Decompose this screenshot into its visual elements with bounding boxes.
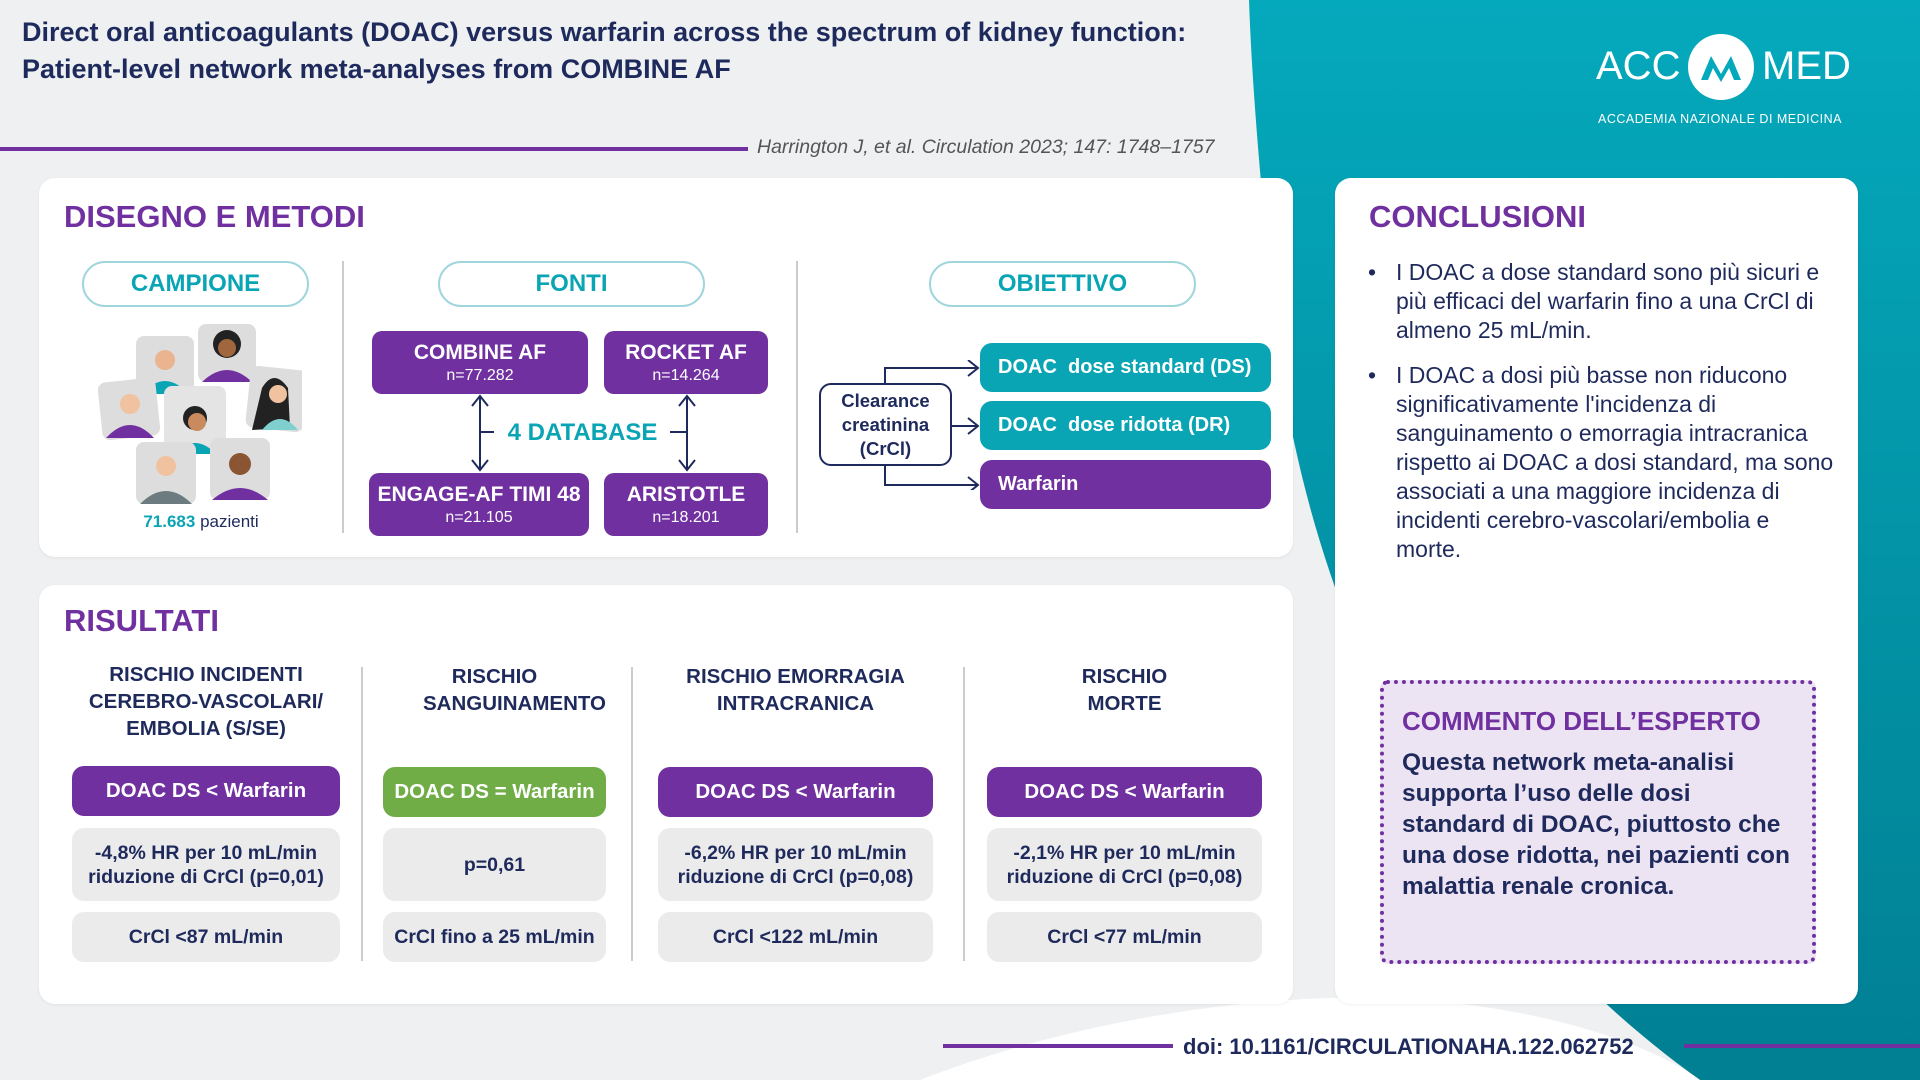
p-value-detail: p=0,61 (383, 828, 606, 901)
logo-subtitle: ACCADEMIA NAZIONALE DI MEDICINA (1598, 112, 1843, 126)
sample-count: 71.683 pazienti (96, 512, 306, 532)
column-divider (963, 667, 965, 961)
page-title: Direct oral anticoagulants (DOAC) versus… (22, 17, 1187, 84)
patient-unit: pazienti (200, 512, 259, 531)
doi-link[interactable]: doi: 10.1161/CIRCULATIONAHA.122.062752 (1183, 1034, 1634, 1059)
crcl-threshold: CrCl <122 mL/min (658, 912, 933, 962)
arm-warfarin: Warfarin (980, 460, 1271, 509)
column-title: RISCHIO INCIDENTI CEREBRO-VASCOLARI/ EMB… (88, 663, 324, 740)
doi-line-right (1684, 1044, 1920, 1048)
accmed-logo: ACC MED ACCADEMIA NAZIONALE DI MEDICINA (1596, 34, 1856, 130)
crcl-threshold: CrCl <87 mL/min (72, 912, 340, 962)
database-combine-af: COMBINE AF n=77.282 (372, 331, 588, 394)
verdict-badge: DOAC DS < Warfarin (658, 767, 933, 817)
database-arrows-icon (471, 394, 696, 472)
database-count: n=77.282 (446, 366, 514, 384)
arm-doac-reduced: DOAC dose ridotta (DR) (980, 401, 1271, 450)
section-divider (342, 261, 344, 533)
arm-doac-standard: DOAC dose standard (DS) (980, 343, 1271, 392)
doi-line-left (943, 1044, 1173, 1048)
patients-illustration-icon (97, 324, 302, 504)
objective-pill: OBIETTIVO (929, 261, 1196, 307)
patient-count: 71.683 (143, 512, 196, 531)
database-aristotle: ARISTOTLE n=18.201 (604, 473, 768, 536)
logo-m-icon (1688, 34, 1754, 100)
database-count: n=18.201 (652, 508, 720, 526)
sources-pill: FONTI (438, 261, 705, 307)
database-name: ROCKET AF (625, 340, 747, 364)
database-rocket-af: ROCKET AF n=14.264 (604, 331, 768, 394)
conclusions-heading: CONCLUSIONI (1369, 199, 1586, 234)
citation: Harrington J, et al. Circulation 2023; 1… (757, 136, 1215, 158)
logo-text-left: ACC (1596, 44, 1681, 88)
column-title: RISCHIO EMORRAGIA INTRACRANICA (686, 665, 905, 715)
column-title: RISCHIO MORTE (1081, 665, 1168, 715)
database-name: ARISTOTLE (626, 482, 746, 506)
expert-comment-box: COMMENTO DELL’ESPERTO Questa network met… (1380, 680, 1816, 964)
creatinine-clearance-box: Clearance creatinina (CrCl) (819, 383, 952, 466)
database-name: COMBINE AF (413, 340, 547, 364)
column-title: RISCHIO SANGUINAMENTO (423, 665, 606, 715)
database-name: ENGAGE-AF TIMI 48 (377, 482, 581, 506)
conclusions-list: I DOAC a dose standard sono più sicuri e… (1368, 258, 1838, 580)
crcl-threshold: CrCl <77 mL/min (987, 912, 1262, 962)
database-count-label: 4 DATABASE (507, 419, 658, 446)
expert-comment-body: Questa network meta-analisi supporta l’u… (1402, 749, 1790, 900)
database-count: n=14.264 (652, 366, 720, 384)
hr-detail: -6,2% HR per 10 mL/min riduzione di CrCl… (658, 828, 933, 901)
database-count: n=21.105 (445, 508, 513, 526)
expert-comment-title: COMMENTO DELL’ESPERTO (1402, 706, 1761, 736)
column-divider (631, 667, 633, 961)
conclusion-item: I DOAC a dosi più basse non riducono sig… (1368, 361, 1838, 564)
crcl-threshold: CrCl fino a 25 mL/min (383, 912, 606, 962)
verdict-badge: DOAC DS < Warfarin (72, 766, 340, 816)
hr-detail: -2,1% HR per 10 mL/min riduzione di CrCl… (987, 828, 1262, 901)
column-divider (361, 667, 363, 961)
verdict-badge: DOAC DS = Warfarin (383, 767, 606, 817)
hr-detail: -4,8% HR per 10 mL/min riduzione di CrCl… (72, 828, 340, 901)
sample-pill: CAMPIONE (82, 261, 309, 307)
design-heading: DISEGNO E METODI (64, 199, 365, 234)
objective-arrows-icon (884, 360, 980, 490)
database-engage-af: ENGAGE-AF TIMI 48 n=21.105 (369, 473, 589, 536)
conclusion-item: I DOAC a dose standard sono più sicuri e… (1368, 258, 1838, 345)
verdict-badge: DOAC DS < Warfarin (987, 767, 1262, 817)
section-divider (796, 261, 798, 533)
title-divider (0, 147, 748, 151)
results-heading: RISULTATI (64, 603, 219, 638)
logo-text-right: MED (1762, 44, 1851, 88)
